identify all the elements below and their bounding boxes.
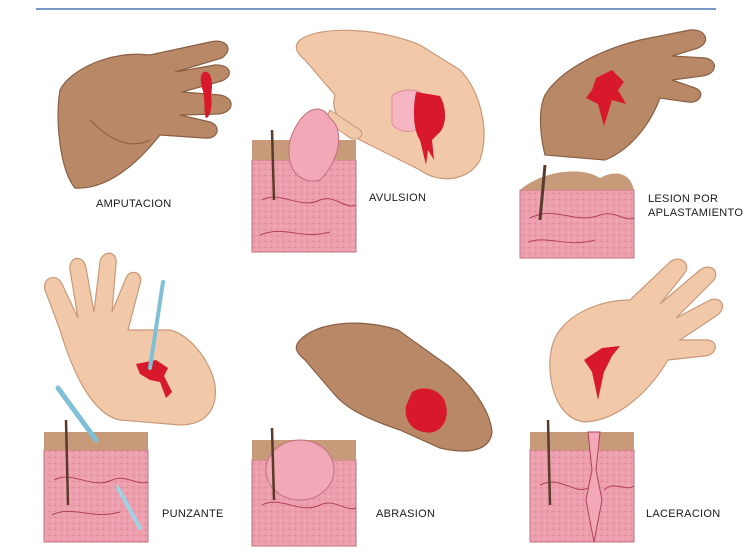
crush-hand (540, 30, 714, 160)
label-abrasion: ABRASION (376, 508, 435, 521)
puncture-hand (45, 253, 216, 425)
crush-tissue-block (520, 165, 634, 258)
abrasion-scrape (406, 388, 447, 432)
label-amputation: AMPUTACION (96, 198, 172, 211)
abrasion-hand (296, 323, 492, 451)
label-crush-line2: APLASTAMIENTO (648, 207, 743, 220)
label-laceration: LACERACION (646, 508, 721, 521)
laceration-tissue-block (530, 420, 634, 542)
label-puncture: PUNZANTE (162, 508, 224, 521)
abrasion-tissue-block (252, 428, 356, 546)
label-crush-line1: LESION POR (648, 193, 718, 206)
label-avulsion: AVULSION (369, 192, 426, 205)
laceration-hand (550, 259, 723, 422)
